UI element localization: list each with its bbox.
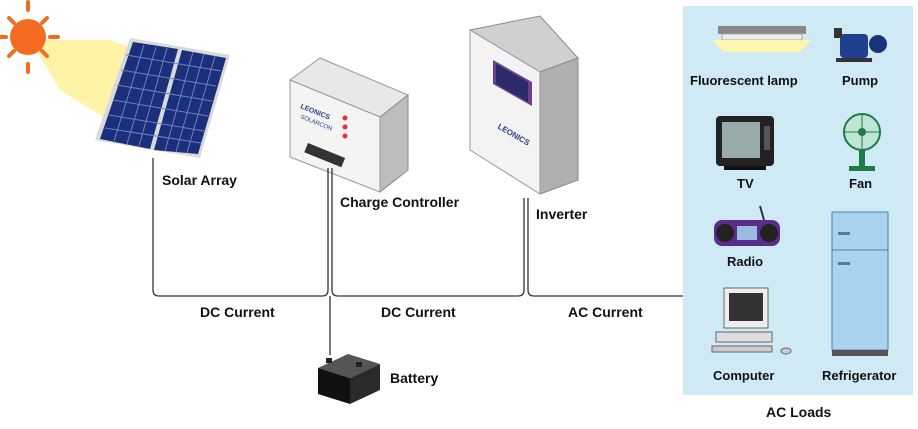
load-label-computer: Computer: [713, 368, 775, 383]
solar-array-icon: [95, 38, 230, 158]
load-label-refrigerator: Refrigerator: [822, 368, 897, 383]
refrigerator-icon: [831, 211, 889, 356]
sun-icon: [0, 0, 60, 74]
load-label-fan: Fan: [849, 176, 873, 191]
charge-controller-label: Charge Controller: [340, 194, 460, 210]
tv-icon: [716, 116, 774, 170]
ac-loads-title: AC Loads: [766, 404, 832, 420]
load-label-tv: TV: [737, 176, 754, 191]
fan-icon: [843, 113, 881, 171]
computer-icon: [711, 287, 792, 355]
radio-icon: [714, 205, 780, 246]
inverter-label: Inverter: [536, 206, 588, 222]
battery-label: Battery: [390, 370, 439, 386]
dc-current-label-1: DC Current: [200, 304, 275, 320]
battery-icon: [318, 354, 380, 404]
load-label-pump: Pump: [842, 73, 879, 88]
wiring: [152, 158, 683, 355]
inverter-icon: LEONICS: [468, 15, 579, 195]
fluorescent-lamp-icon: [712, 26, 812, 52]
solar-array-label: Solar Array: [162, 172, 237, 188]
ac-current-label: AC Current: [568, 304, 643, 320]
load-label-fluorescent-lamp: Fluorescent lamp: [690, 73, 798, 88]
pump-icon: [834, 28, 887, 62]
dc-current-label-2: DC Current: [381, 304, 456, 320]
load-label-radio: Radio: [727, 254, 764, 269]
charge-controller-icon: LEONICS SOLARCON: [288, 57, 409, 194]
